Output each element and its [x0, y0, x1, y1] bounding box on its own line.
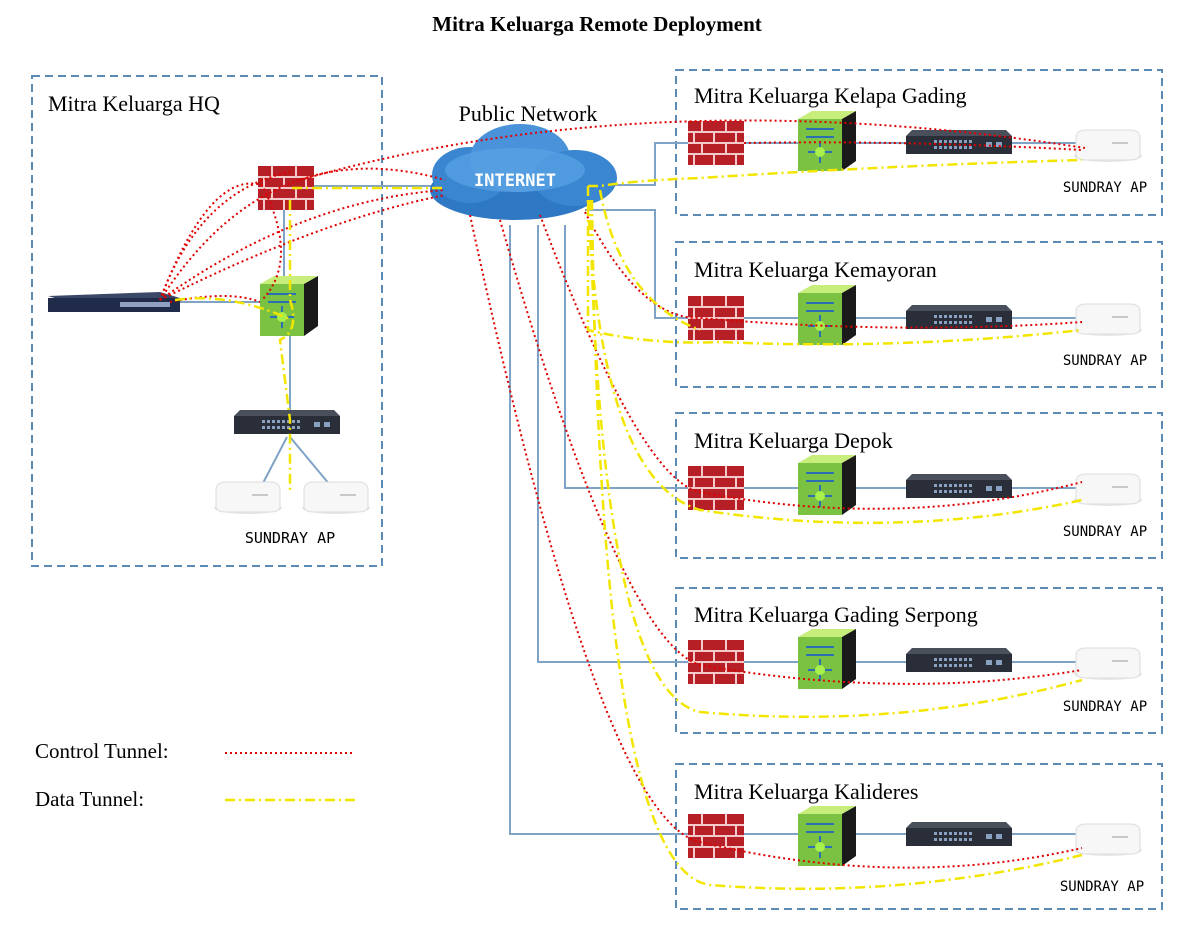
- hq-access-switch-icon: [234, 410, 340, 434]
- branch-box-depok: [675, 412, 1163, 559]
- branch-firewall-icon: [687, 465, 745, 511]
- branch-access-switch-icon: [906, 130, 1012, 154]
- branch-label-kalideres: Mitra Keluarga Kalideres: [694, 779, 918, 804]
- branch-access-point-icon: [1073, 473, 1143, 507]
- branch-box-kemayoran: [675, 241, 1163, 388]
- legend-data-label: Data Tunnel:: [35, 787, 144, 811]
- branch-access-switch-icon: [906, 822, 1012, 846]
- control-tunnels: [159, 119, 1086, 869]
- branch-access-switch-icon: [906, 648, 1012, 672]
- branch-core-switch-icon: [797, 628, 857, 690]
- branch-ap-label: SUNDRAY AP: [1063, 180, 1147, 196]
- branch-label-gading-serpong: Mitra Keluarga Gading Serpong: [694, 602, 978, 627]
- diagram-title: Mitra Keluarga Remote Deployment: [432, 12, 762, 36]
- branch-access-point-icon: [1073, 823, 1143, 857]
- internet-cloud-icon: INTERNET: [430, 124, 617, 220]
- branch-access-point-icon: [1073, 303, 1143, 337]
- branch-core-switch-icon: [797, 454, 857, 516]
- hq-access-point-icon-1: [213, 481, 283, 515]
- data-tunnels: [174, 158, 1083, 890]
- branch-core-switch-icon: [797, 805, 857, 867]
- branch-access-switch-icon: [906, 305, 1012, 329]
- branch-firewall-icon: [687, 120, 745, 166]
- branch-label-depok: Mitra Keluarga Depok: [694, 428, 893, 453]
- hq-ap-label: SUNDRAY AP: [245, 529, 335, 547]
- branch-access-point-icon: [1073, 647, 1143, 681]
- hq-access-point-icon-2: [301, 481, 371, 515]
- branch-core-switch-icon: [797, 110, 857, 172]
- branch-ap-label: SUNDRAY AP: [1063, 524, 1147, 540]
- legend: Control Tunnel: Data Tunnel:: [35, 739, 355, 811]
- branch-label-kelapa-gading: Mitra Keluarga Kelapa Gading: [694, 83, 967, 108]
- legend-control-label: Control Tunnel:: [35, 739, 169, 763]
- hq-label: Mitra Keluarga HQ: [48, 91, 220, 116]
- branch-firewall-icon: [687, 639, 745, 685]
- branch-ap-label: SUNDRAY AP: [1063, 353, 1147, 369]
- public-network-label: Public Network: [459, 101, 598, 126]
- hq-boundary-box: [31, 75, 383, 567]
- branch-ap-label: SUNDRAY AP: [1060, 879, 1144, 895]
- branch-box-gading-serpong: [675, 587, 1163, 734]
- branch-firewall-icon: [687, 813, 745, 859]
- internet-cloud-text: INTERNET: [474, 171, 556, 191]
- branch-label-kemayoran: Mitra Keluarga Kemayoran: [694, 257, 937, 282]
- hq-firewall-icon: [257, 165, 315, 211]
- branch-core-switch-icon: [797, 284, 857, 346]
- branch-ap-label: SUNDRAY AP: [1063, 699, 1147, 715]
- branch-access-switch-icon: [906, 474, 1012, 498]
- branch-box-kalideres: [675, 763, 1163, 910]
- branch-access-point-icon: [1073, 129, 1143, 163]
- physical-links: [170, 142, 1080, 835]
- controller-appliance-icon: [48, 292, 180, 312]
